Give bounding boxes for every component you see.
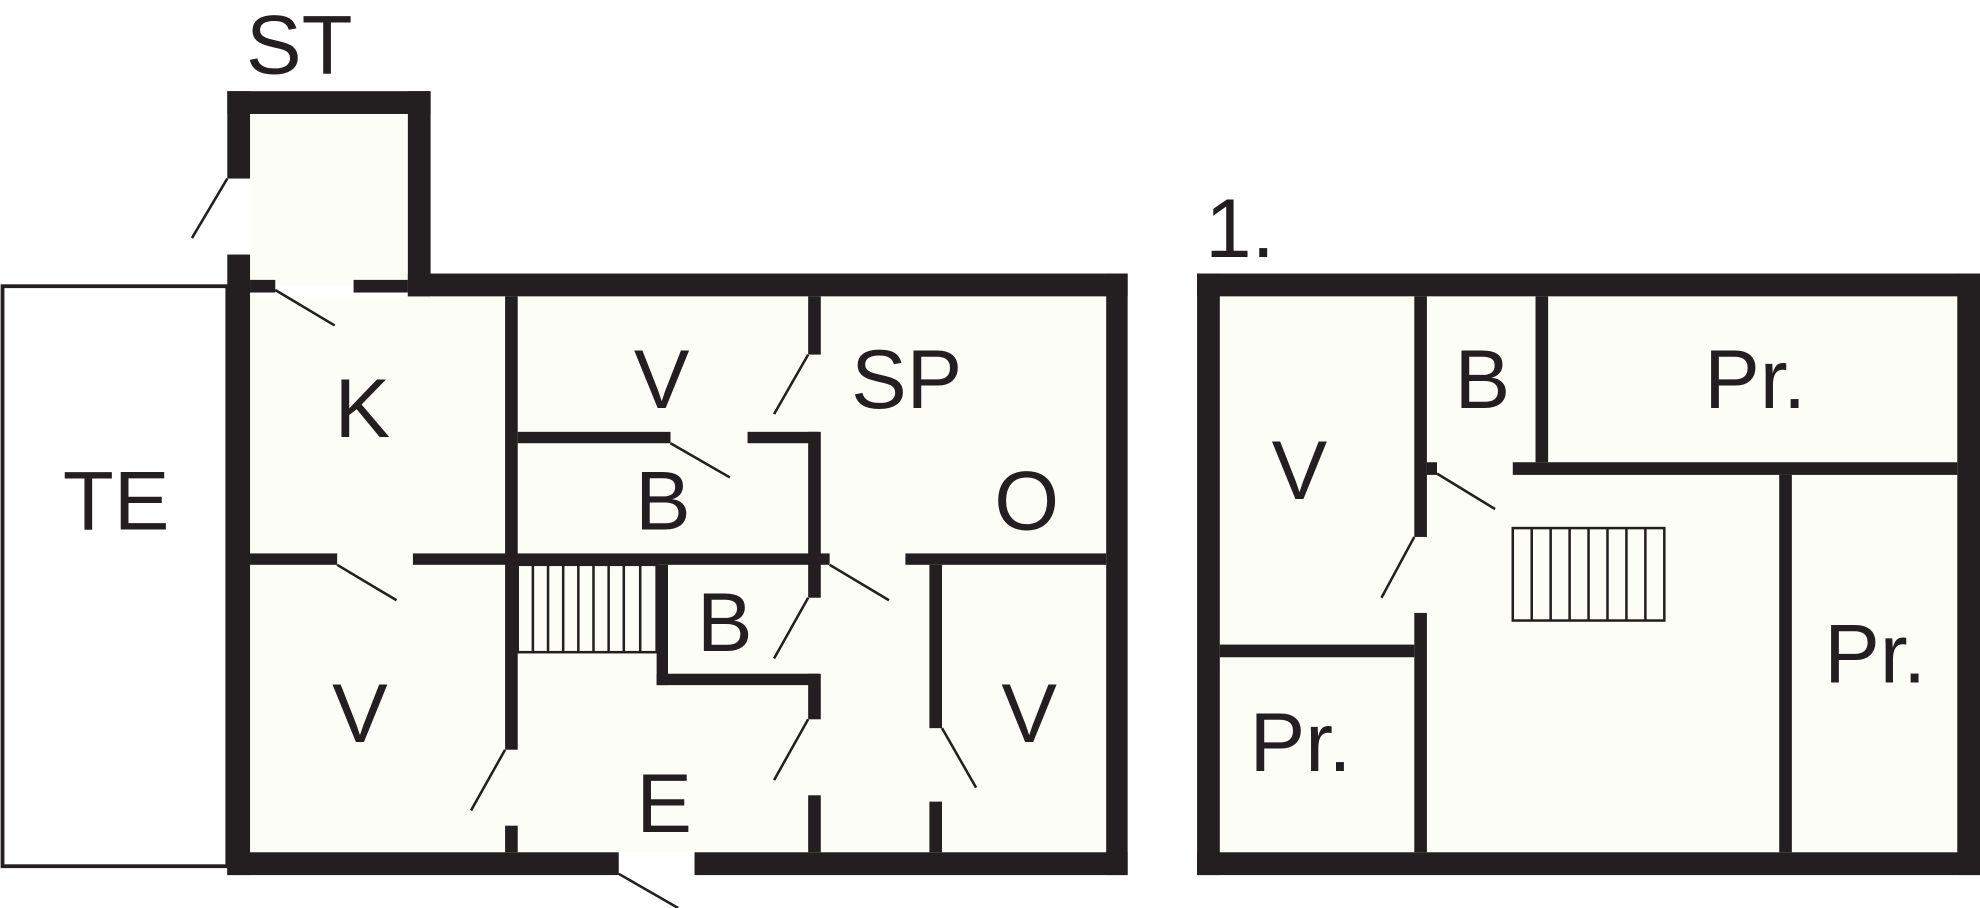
wall (412, 553, 830, 565)
room-label-living-room: O (994, 453, 1059, 547)
wall (808, 795, 821, 853)
room-label-bathroom-small: B (697, 575, 753, 669)
wall (694, 852, 1128, 876)
wall (1957, 273, 1980, 876)
wall (407, 91, 431, 297)
room-label-entrance: E (636, 756, 692, 850)
wall (1106, 273, 1128, 876)
room-label-room-bottom-left: Pr. (1250, 695, 1352, 789)
wall (407, 273, 1128, 297)
wall (1414, 296, 1427, 537)
wall (808, 431, 821, 598)
room-label-room-right: Pr. (1824, 606, 1926, 700)
wall (227, 91, 251, 179)
wall (1535, 296, 1549, 463)
room-label-storage: ST (246, 0, 352, 91)
ground-floor: ST TE K V SP B O B V V E (0, 0, 1128, 908)
wall (905, 553, 1107, 565)
wall (227, 852, 619, 876)
wall (1414, 612, 1427, 853)
room-label-kitchen: K (335, 361, 391, 455)
storage-floor (250, 113, 408, 285)
wall (808, 296, 821, 355)
room-label-terrace: TE (63, 453, 169, 547)
wall (353, 279, 408, 293)
wall (656, 673, 819, 686)
floor-label: 1. (1205, 181, 1275, 275)
wall (227, 91, 431, 114)
stairs (516, 563, 658, 654)
room-label-bedroom: SP (851, 332, 962, 426)
wall (1197, 852, 1980, 876)
stairs (1511, 526, 1666, 622)
room-label-wc: V (1272, 423, 1328, 517)
wall (1219, 644, 1415, 658)
room-label-wc-top: V (634, 332, 690, 426)
wall (250, 553, 338, 565)
wall (1512, 462, 1958, 475)
room-label-room-top: Pr. (1704, 332, 1806, 426)
wall (1426, 462, 1438, 475)
wall (505, 825, 518, 853)
main-floor (250, 296, 1107, 853)
wall (517, 431, 671, 444)
room-label-bathroom-center: B (635, 453, 691, 547)
door-swings (190, 177, 978, 908)
door-swings (1380, 472, 1496, 599)
wall (747, 431, 819, 444)
wall (929, 801, 943, 853)
first-floor: 1. V B Pr. Pr. Pr. (1197, 181, 1980, 876)
room-label-wc-right: V (1001, 666, 1057, 760)
wall (1197, 273, 1220, 876)
wall (1779, 474, 1792, 853)
wall (1197, 273, 1980, 297)
terrace-outline (0, 284, 230, 869)
wall (227, 254, 251, 876)
wall (929, 564, 943, 729)
wall (656, 564, 668, 686)
wall (505, 296, 518, 750)
room-label-bathroom: B (1455, 332, 1511, 426)
wall (250, 279, 276, 293)
room-label-wc-left: V (332, 666, 388, 760)
